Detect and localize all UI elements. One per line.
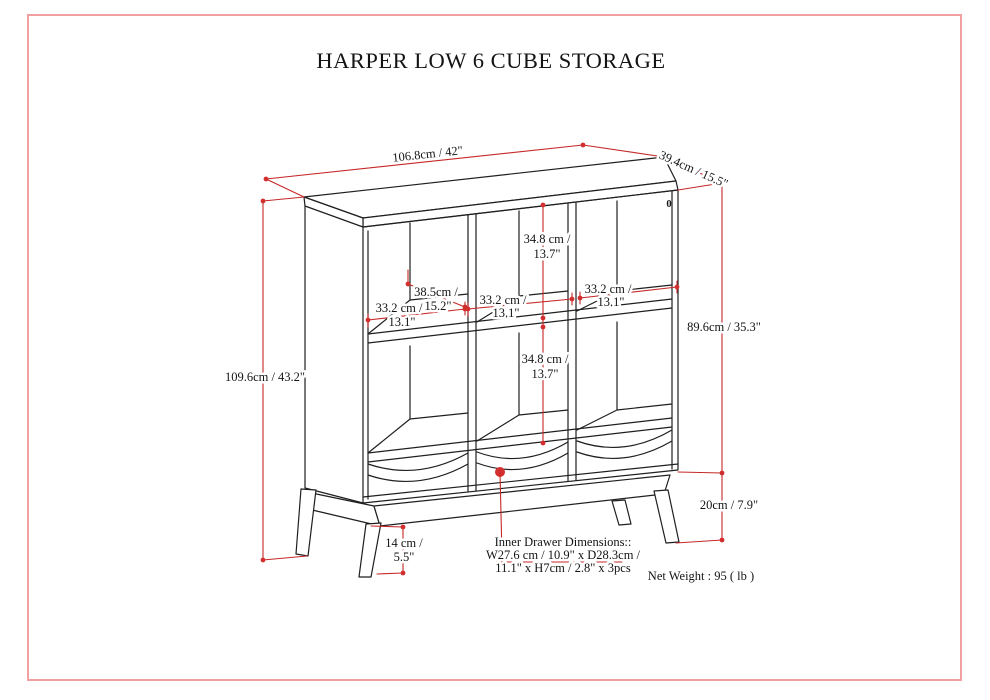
dim-overall-depth — [661, 154, 725, 191]
dimension-lines — [260, 142, 725, 576]
drawer-note-line1: Inner Drawer Dimensions:: — [495, 535, 632, 549]
leg-front-right — [653, 489, 680, 544]
cube-interior-top-left — [367, 222, 469, 335]
cabinet-left-panel — [304, 205, 364, 504]
page-border — [27, 14, 962, 681]
cube-divider-left — [467, 213, 477, 493]
dim-overall-width — [263, 142, 665, 198]
cube-interior-top-right — [576, 200, 673, 312]
dim-cube-width-left — [365, 301, 468, 328]
dim-cube-width-left-label-line1: 33.2 cm / — [376, 301, 423, 315]
diagram-title: HARPER LOW 6 CUBE STORAGE — [316, 48, 665, 73]
cube-divider-right — [567, 202, 577, 482]
leg-back-middle — [611, 499, 632, 526]
dim-overall-height — [260, 196, 308, 563]
notes: Inner Drawer Dimensions:: W27.6 cm / 10.… — [483, 533, 754, 584]
cube-interior-bottom-left — [367, 345, 469, 454]
drawer-front-left — [367, 452, 469, 483]
cabinet-drawing: 0 — [295, 156, 680, 578]
cabinet-front-face — [362, 189, 679, 504]
dim-cube-height-top-label-line2: 13.7" — [534, 247, 561, 261]
drawer-front-right — [576, 429, 673, 460]
dim-cube-width-middle-label-line1: 33.2 cm / — [480, 293, 527, 307]
dim-cube-width-right-label-line2: 13.1" — [598, 295, 625, 309]
cube-interior-bottom-right — [576, 321, 673, 431]
dim-leg-height — [370, 524, 406, 576]
dim-cube-depth-label-line1: 38.5cm / — [414, 285, 458, 299]
dim-cube-height-top-label-line1: 34.8 cm / — [524, 232, 571, 246]
dim-cube-heights — [540, 202, 546, 446]
cube-interior-bottom-middle — [476, 332, 569, 442]
dim-cube-height-bottom-label-line2: 13.7" — [532, 367, 559, 381]
drawer-note-line2: W27.6 cm / 10.9" x D28.3cm / — [486, 548, 641, 562]
drawer-front-middle — [476, 441, 569, 471]
dim-leg-height-label-line1: 14 cm / — [385, 536, 423, 550]
drawer-note-line3: 11.1" x H7cm / 2.8" x 3pcs — [495, 561, 631, 575]
lower-shelf-front — [367, 417, 673, 463]
dim-cube-height-bottom-label-line1: 34.8 cm / — [522, 352, 569, 366]
dim-cube-depth-label-line2: 15.2" — [425, 299, 452, 313]
dim-leg-height-label-line2: 5.5" — [394, 550, 415, 564]
net-weight-label: Net Weight : 95 ( lb ) — [648, 569, 754, 583]
dim-cube-width-middle — [465, 292, 575, 317]
dim-cube-width-right-label-line1: 33.2 cm / — [585, 282, 632, 296]
dim-cube-width-middle-label-line2: 13.1" — [493, 306, 520, 320]
leg-front-left — [358, 522, 382, 578]
dim-body-height-label: 89.6cm / 35.3" — [687, 320, 761, 334]
drawer-callout-leader — [495, 467, 623, 563]
bottom-panel-edge — [362, 463, 679, 498]
dim-base-height-label: 20cm / 7.9" — [700, 498, 758, 512]
hardware-marking: 0 — [666, 199, 671, 210]
middle-shelf-front — [367, 298, 673, 344]
dim-cube-width-left-label-line2: 13.1" — [389, 315, 416, 329]
cube-interior-top-middle — [476, 210, 569, 323]
dim-overall-height-label: 109.6cm / 43.2" — [225, 370, 305, 384]
dim-cube-width-right — [577, 280, 680, 305]
leg-back-left — [295, 488, 317, 557]
dim-base-height — [675, 471, 725, 544]
